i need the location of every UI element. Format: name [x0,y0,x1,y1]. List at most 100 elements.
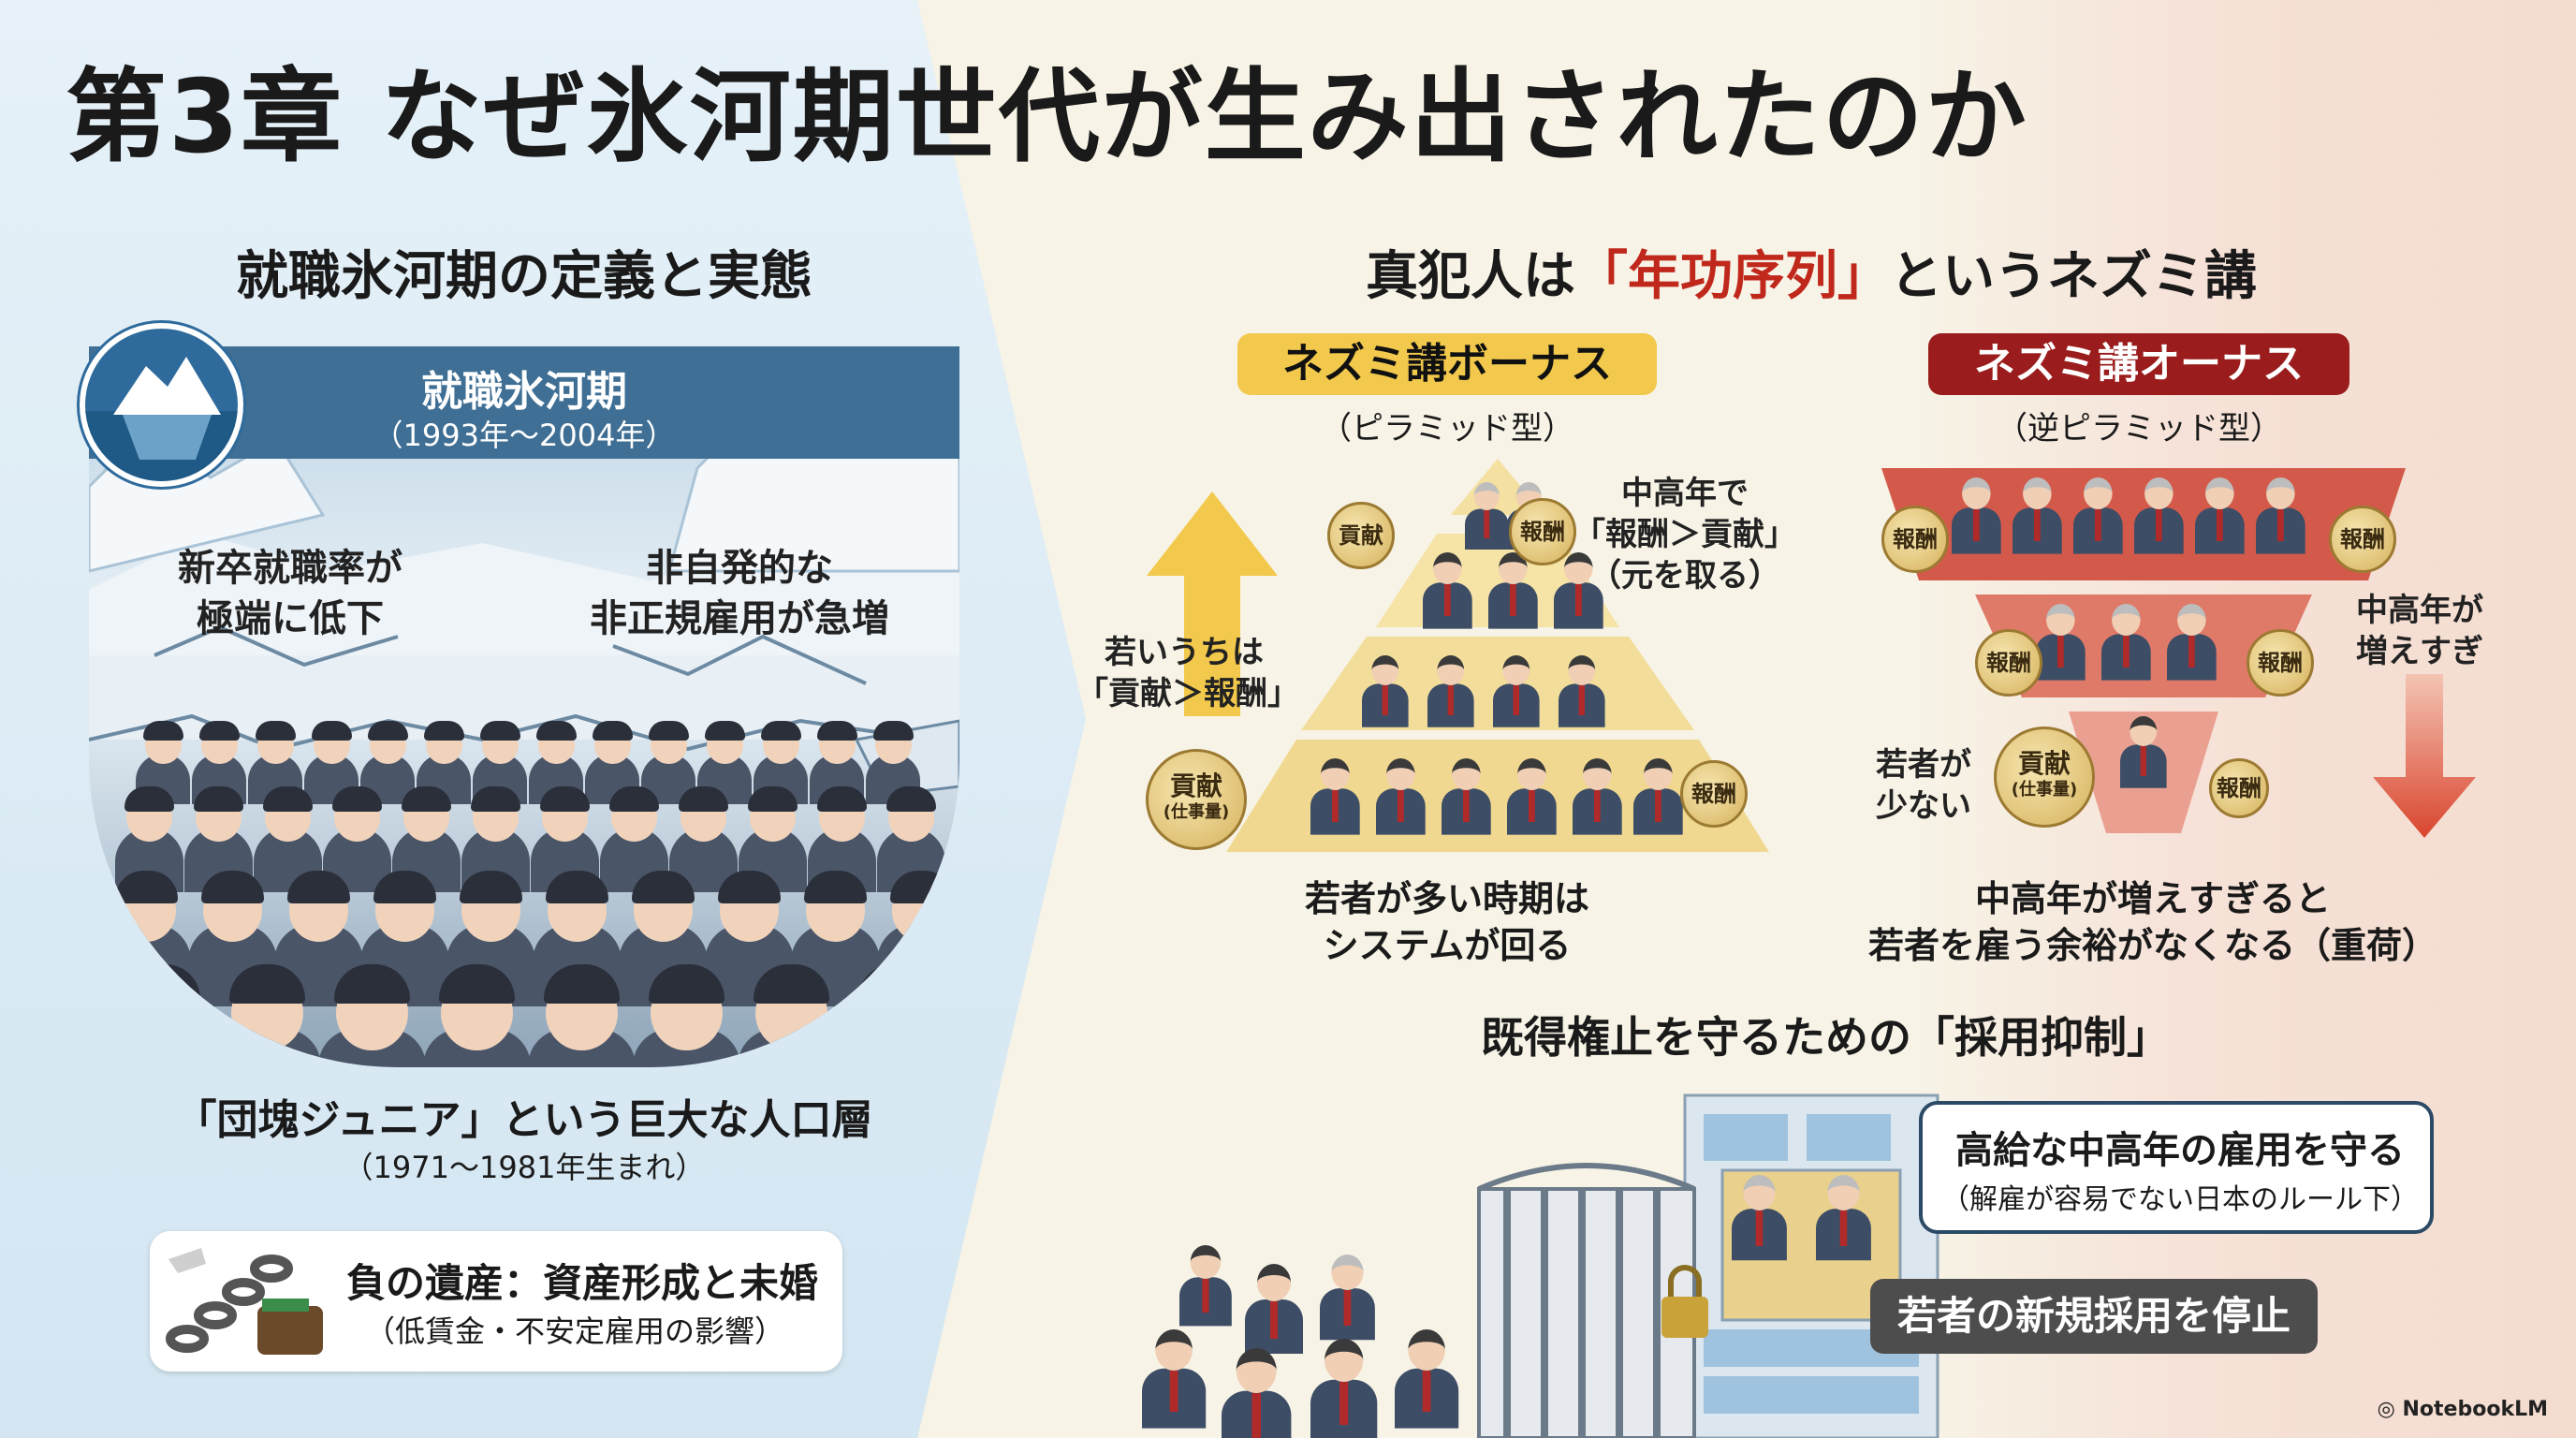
inverted-caption: 中高年が増えすぎると 若者を雇う余裕がなくなる（重荷） [1863,875,2443,969]
coin-contribution-large: 貢献 (仕事量) [1146,749,1247,850]
crowd-person-hair [368,721,408,741]
crowd-person-hair [263,786,313,812]
office-worker [1732,1175,1787,1261]
crowd-person-hair [287,871,350,903]
crowd-person-hair [536,721,577,741]
office-worker [2036,604,2086,681]
point-employment-rate-line1: 新卒就職率が [178,547,402,590]
office-worker [1245,1264,1303,1354]
crowd-person-hair [115,871,178,903]
coin-contribution-small: 貢献 [1327,502,1395,569]
right-heading-key: 「年功序列」 [1575,246,1890,307]
coin-contribution-sub: (仕事量) [1163,802,1230,822]
hiring-people [1123,1086,1947,1438]
page-title: 第3章 なぜ氷河期世代が生み出されたのか [66,59,2028,176]
coin-contribution-label: 貢献 [1169,770,1222,801]
inverted-side-note-line2: 増えすぎ [2356,633,2483,670]
office-worker [1952,477,2001,554]
office-worker [2256,477,2305,554]
inv-coin-reward-mid-right: 報酬 [2247,629,2314,697]
inverted-side-note: 中高年が 増えすぎ [2340,590,2499,672]
pyramid-top-note: 中高年で 「報酬＞貢献」 （元を取る） [1559,473,1811,596]
hiring-heading: 既得権止を守るための「採用抑制」 [1481,1012,2170,1063]
office-worker [2167,604,2217,681]
young-few-note: 若者が 少ない [1853,744,1994,827]
ice-age-panel [89,346,959,1067]
crowd-person-hair [460,871,522,903]
office-worker [1633,758,1683,835]
brand-logo: ◎ NotebookLM [2378,1398,2548,1421]
pyramid-label: ネズミ講ボーナス [1237,333,1657,395]
crowd-person-hair [312,721,352,741]
pyramid-top-note-line3: （元を取る） [1589,557,1780,594]
office-worker [1573,758,1622,835]
chain-wallet-icon [166,1248,323,1355]
pyramid-caption-line1: 若者が多い時期は [1304,878,1589,919]
pyramid-top-note-line2: 「報酬＞貢献」 [1573,516,1796,553]
pyramid-side-note-line1: 若いうちは [1105,634,1264,671]
office-worker [1554,552,1603,629]
crowd-person-hair [424,721,464,741]
notebook-icon: ◎ [2377,1398,2403,1421]
crowd-person-hair [804,871,867,903]
crowd-person-hair [718,871,781,903]
point-irregular-line2: 非正規雇用が急増 [590,597,889,640]
brand-text: NotebookLM [2402,1398,2548,1421]
office-worker [1427,655,1474,727]
young-few-line2: 少ない [1876,787,1971,825]
office-worker [1376,758,1426,835]
office-worker [1142,1329,1207,1429]
inv-coin-contribution-label: 貢献 [2017,748,2071,779]
crowd-person-hair [201,871,264,903]
pyramid-subtitle: （ピラミッド型） [1320,410,1574,448]
left-heading: 就職氷河期の定義と実態 [236,246,812,307]
iceberg-icon [80,323,243,487]
inv-coin-reward-mid-left: 報酬 [1975,629,2042,697]
young-few-line1: 若者が [1876,746,1971,784]
protect-employment-callout: 高給な中高年の雇用を守る （解雇が容易でない日本のルール下） [1919,1101,2434,1234]
coin-reward-top: 報酬 [1509,498,1576,565]
legacy-title: 負の遺産：資産形成と未婚 [346,1260,819,1306]
crowd-person-hair [540,786,590,812]
crowd-person-hair [817,721,857,741]
office-worker [1222,1348,1292,1438]
crowd-person-hair [546,871,608,903]
office-worker [1465,482,1509,550]
point-irregular-employment: 非自発的な 非正規雇用が急増 [562,543,917,644]
office-worker [2134,477,2184,554]
office-worker [1179,1245,1232,1327]
crowd-person-hair [705,721,745,741]
crowd-person-hair [471,786,520,812]
crowd-person-hair [332,786,382,812]
crowd-person-hair [890,871,953,903]
office-worker [1493,655,1540,727]
inverted-side-note-line1: 中高年が [2356,592,2483,629]
inv-coin-contribution: 貢献 (仕事量) [1994,726,2095,828]
office-worker [1442,758,1491,835]
pyramid-top-note-line1: 中高年で [1621,475,1749,512]
job-seeker-crowd [89,346,959,1067]
right-heading: 真犯人は「年功序列」というネズミ講 [1086,234,2537,310]
point-irregular-line1: 非自発的な [646,547,833,590]
protect-callout-title: 高給な中高年の雇用を守る [1955,1129,2405,1172]
office-worker [1310,758,1360,835]
stop-hiring-callout: 若者の新規採用を停止 [1870,1279,2318,1354]
office-worker [1320,1255,1375,1341]
crowd-person-hair [402,786,451,812]
pyramid-side-note-line2: 「貢献＞報酬」 [1076,675,1299,712]
inverted-caption-line2: 若者を雇う余裕がなくなる（重荷） [1867,925,2437,966]
cohort-title: 「団塊ジュニア」という巨大な人口層 [175,1096,873,1144]
crowd-person-hair [649,721,689,741]
pyramid-caption-line2: システムが回る [1323,925,1572,966]
inverted-pyramid-people [1881,459,2406,852]
down-arrow-icon [2373,674,2476,838]
office-worker [2120,716,2167,788]
pyramid-caption: 若者が多い時期は システムが回る [1237,875,1657,969]
negative-legacy-box: 負の遺産：資産形成と未婚 （低賃金・不安定雇用の影響） [150,1231,842,1372]
inv-coin-reward-small: 報酬 [2209,758,2269,818]
inv-coin-reward-left: 報酬 [1881,506,1949,573]
crowd-person-hair [593,721,633,741]
office-worker [2012,477,2062,554]
crowd-person-hair [143,721,183,741]
pyramid-side-note: 若いうちは 「貢献＞報酬」 [1076,632,1299,714]
